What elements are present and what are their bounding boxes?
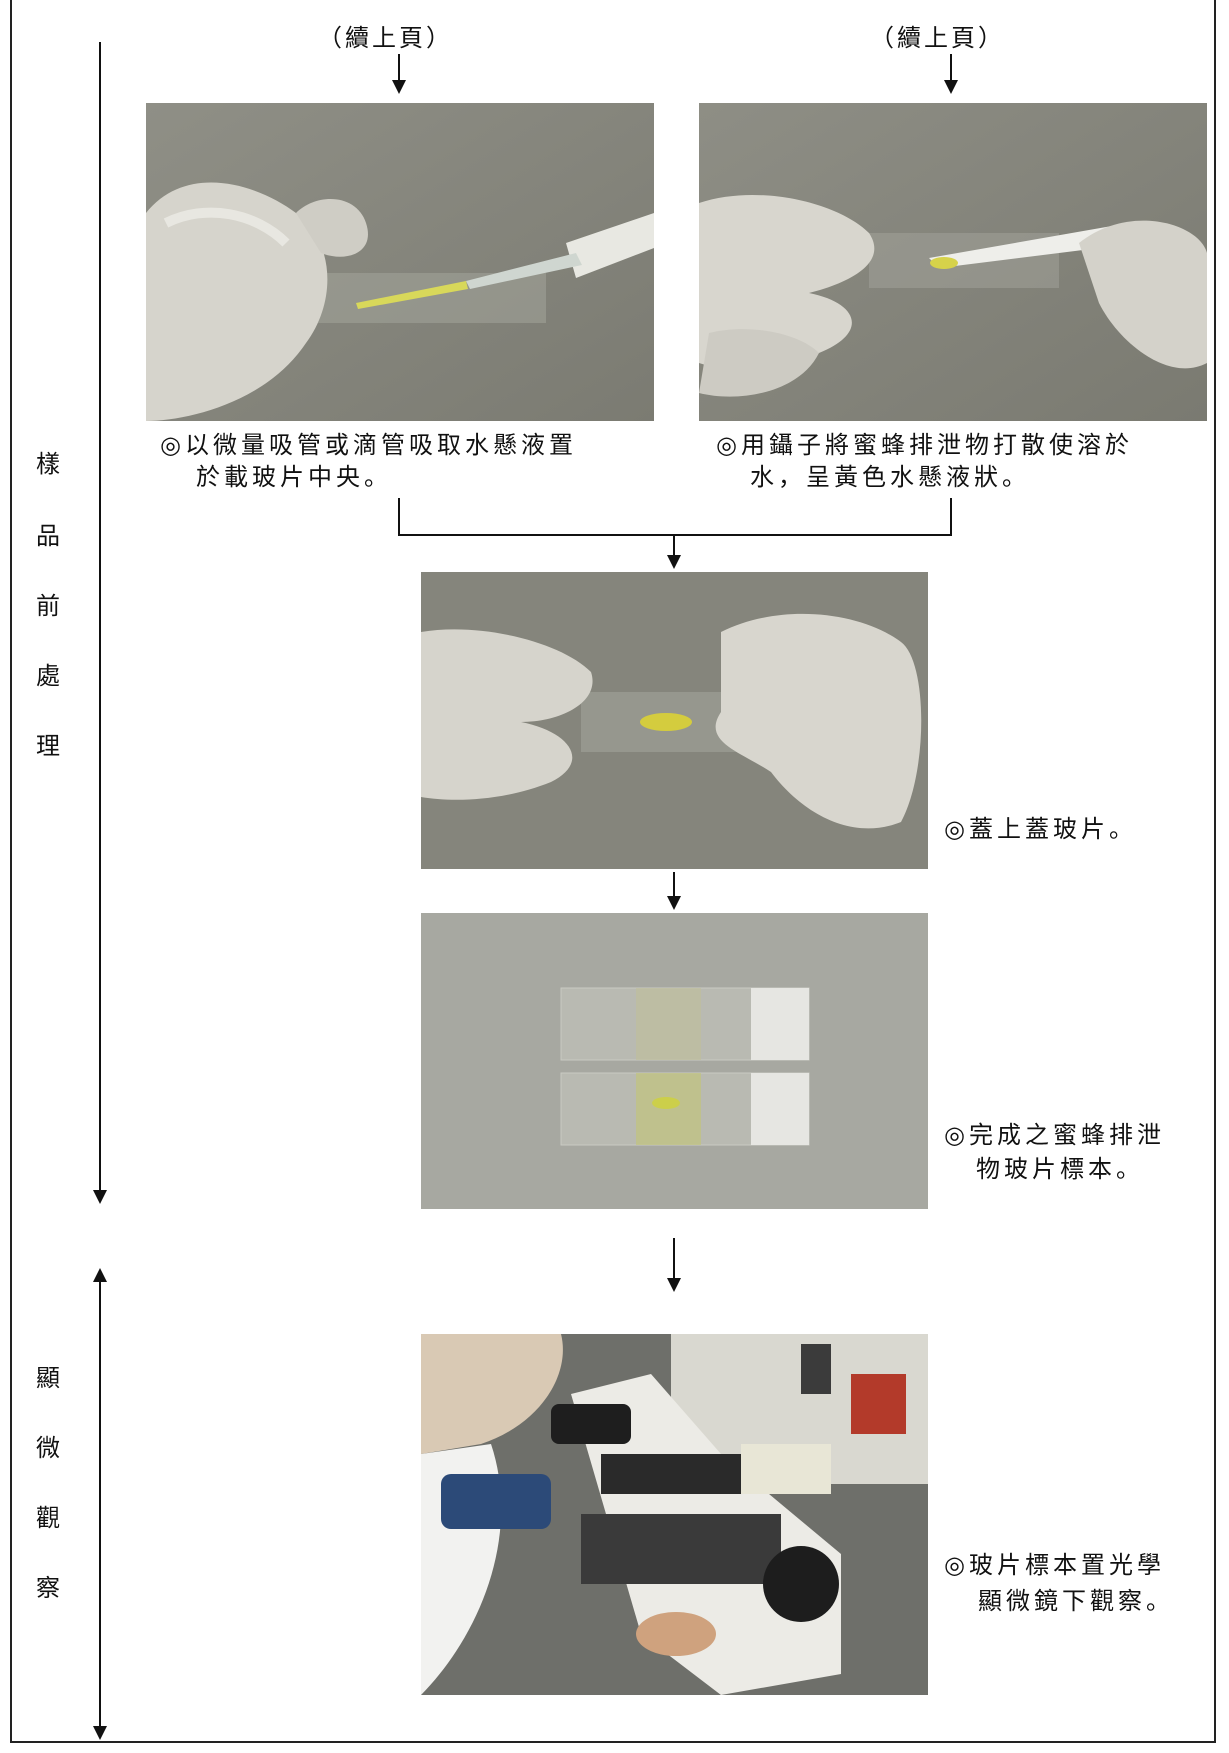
join-center-shaft bbox=[673, 534, 675, 556]
observe-span-line bbox=[99, 1282, 101, 1726]
caption-microscope-line1: ◎玻片標本置光學 bbox=[944, 1551, 1165, 1579]
arrow-down-icon bbox=[93, 1726, 107, 1740]
join-right-drop bbox=[950, 498, 952, 536]
continued-label-right: （續上頁） bbox=[870, 24, 1005, 52]
arrow-down-icon bbox=[667, 555, 681, 569]
caption-finished-line2: 物玻片標本。 bbox=[976, 1155, 1144, 1183]
arrow-shaft bbox=[673, 872, 675, 898]
arrow-right-shaft bbox=[950, 54, 952, 82]
arrow-down-icon bbox=[392, 80, 406, 94]
arrow-down-icon bbox=[667, 1278, 681, 1292]
arrow-up-icon bbox=[93, 1268, 107, 1282]
arrow-down-icon bbox=[944, 80, 958, 94]
caption-cover: ◎蓋上蓋玻片。 bbox=[944, 815, 1137, 843]
continued-label-left: （續上頁） bbox=[318, 24, 453, 52]
photo-finished-slides bbox=[421, 913, 928, 1209]
side-label-prep-3: 前 bbox=[36, 592, 60, 620]
arrow-left-shaft bbox=[398, 54, 400, 82]
side-label-observe-3: 觀 bbox=[36, 1504, 60, 1532]
side-label-prep-4: 處 bbox=[36, 662, 60, 690]
arrow-down-icon bbox=[93, 1190, 107, 1204]
prep-span-line bbox=[99, 42, 101, 1192]
arrow-shaft bbox=[673, 1238, 675, 1280]
side-label-prep-1: 樣 bbox=[36, 450, 60, 478]
caption-microscope-line2: 顯微鏡下觀察。 bbox=[978, 1587, 1174, 1615]
side-label-observe-4: 察 bbox=[36, 1574, 60, 1602]
join-horizontal bbox=[398, 534, 952, 536]
photo-tweezers bbox=[699, 103, 1207, 421]
photo-coverslip bbox=[421, 572, 928, 869]
caption-tweezers-line1: ◎用鑷子將蜜蜂排泄物打散使溶於 bbox=[716, 431, 1133, 459]
join-left-drop bbox=[398, 498, 400, 536]
side-label-observe-1: 顯 bbox=[36, 1364, 60, 1392]
photo-microscope bbox=[421, 1334, 928, 1695]
side-label-prep-5: 理 bbox=[36, 732, 60, 760]
caption-pipette-line1: ◎以微量吸管或滴管吸取水懸液置 bbox=[160, 431, 577, 459]
caption-pipette-line2: 於載玻片中央。 bbox=[196, 463, 392, 491]
arrow-down-icon bbox=[667, 896, 681, 910]
photo-pipette bbox=[146, 103, 654, 421]
side-label-observe-2: 微 bbox=[36, 1434, 60, 1462]
caption-tweezers-line2: 水，呈黃色水懸液狀。 bbox=[750, 463, 1030, 491]
page-frame bbox=[10, 0, 1216, 1743]
side-label-prep-2: 品 bbox=[36, 522, 60, 550]
caption-finished-line1: ◎完成之蜜蜂排泄 bbox=[944, 1121, 1165, 1149]
